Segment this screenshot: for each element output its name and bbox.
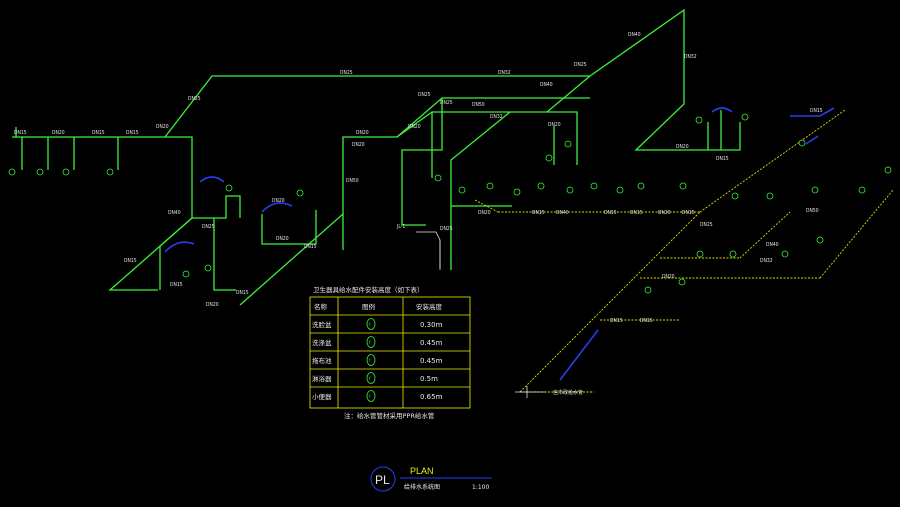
pipe-size-label: DN20 bbox=[352, 142, 365, 148]
pipe-size-label: DN20 bbox=[356, 130, 369, 136]
table-row-name: 淋浴器 bbox=[312, 374, 332, 383]
table-row-name: 拖布池 bbox=[312, 356, 332, 365]
pipe-size-label: DN32 bbox=[684, 54, 697, 60]
table-note: 注：给水管管材采用PPR给水管 bbox=[344, 411, 435, 420]
pipe-size-label: DN20 bbox=[478, 210, 491, 216]
pipe-size-label: DN25 bbox=[202, 224, 215, 230]
pipe-size-label: DN20 bbox=[662, 274, 675, 280]
pipe-size-label: DN20 bbox=[206, 302, 219, 308]
svg-text:f: f bbox=[369, 358, 371, 363]
riser-jl1 bbox=[416, 231, 441, 270]
pipe-size-label: DN15 bbox=[304, 244, 317, 250]
pipe-size-label: DN40 bbox=[168, 210, 181, 216]
pipe-size-label: DN25 bbox=[440, 226, 453, 232]
pipe-size-label: DN50 bbox=[346, 178, 359, 184]
pipe-size-label: DN15 bbox=[14, 130, 27, 136]
pipe-size-label: DN25 bbox=[188, 96, 201, 102]
pipe-size-label: DN32 bbox=[760, 258, 773, 264]
svg-text:f: f bbox=[369, 376, 371, 381]
pipe-size-label: DN25 bbox=[574, 62, 587, 68]
pipe-size-label: DN15 bbox=[682, 210, 695, 216]
pipe-size-label: DN32 bbox=[498, 70, 511, 76]
pipe-size-label: DN15 bbox=[532, 210, 545, 216]
pipe-size-label: DN15 bbox=[610, 318, 623, 324]
pipe-size-label: DN15 bbox=[236, 290, 249, 296]
fixture-height-table: 卫生器具给水配件安装高度（如下表） 名称 图例 安装高度 洗脸盆 洗涤盆 拖布池… bbox=[309, 285, 471, 420]
pipe-size-label: DN15 bbox=[810, 108, 823, 114]
tap-icon: f bbox=[366, 372, 376, 384]
pipe-size-label: DN15 bbox=[92, 130, 105, 136]
pipe-size-label: DN40 bbox=[540, 82, 553, 88]
outlet-label: 自市政给水管 bbox=[553, 389, 583, 396]
pipe-size-label: DN40 bbox=[766, 242, 779, 248]
title-symbol: PL bbox=[375, 473, 390, 487]
pipe-size-label: DN40 bbox=[556, 210, 569, 216]
table-row-name: 洗脸盆 bbox=[312, 320, 332, 329]
table-caption: 卫生器具给水配件安装高度（如下表） bbox=[313, 285, 424, 294]
pipe-size-label: DN20 bbox=[676, 144, 689, 150]
pipe-size-label: DN20 bbox=[548, 122, 561, 128]
pipe-size-label: DN25 bbox=[340, 70, 353, 76]
pipe-size-label: DN15 bbox=[124, 258, 137, 264]
title-subtitle: 给排水系统图 bbox=[404, 483, 440, 491]
table-row-height: 0.30m bbox=[420, 321, 443, 329]
pipe-size-label: DN40 bbox=[628, 32, 641, 38]
table-row-name: 洗涤盆 bbox=[312, 338, 332, 347]
tap-icon: f bbox=[366, 336, 376, 348]
riser-label: JL-1 bbox=[396, 224, 405, 230]
table-row-height: 0.45m bbox=[420, 357, 443, 365]
fixture-nodes bbox=[8, 113, 892, 294]
table-row-height: 0.45m bbox=[420, 339, 443, 347]
table-row-height: 0.65m bbox=[420, 393, 443, 401]
title-scale: 1:100 bbox=[472, 484, 489, 491]
tap-icon: f bbox=[366, 354, 376, 366]
pipe-size-label: DN20 bbox=[658, 210, 671, 216]
table-header-name: 名称 bbox=[314, 302, 328, 311]
table-header-icon: 图例 bbox=[362, 302, 375, 311]
svg-text:f: f bbox=[369, 394, 371, 399]
pipe-network-right bbox=[474, 109, 894, 398]
pipe-size-label: DN15 bbox=[630, 210, 643, 216]
pipe-size-label: DN50 bbox=[806, 208, 819, 214]
pipe-size-label: DN20 bbox=[276, 236, 289, 242]
pipe-size-label: DN20 bbox=[156, 124, 169, 130]
pipe-size-label: DN50 bbox=[472, 102, 485, 108]
pipe-size-label: DN25 bbox=[418, 92, 431, 98]
tap-icon: f bbox=[366, 318, 376, 330]
tap-icon: f bbox=[366, 390, 376, 402]
pipe-size-label: DN15 bbox=[126, 130, 139, 136]
svg-text:f: f bbox=[369, 340, 371, 345]
title-plan: PLAN bbox=[410, 466, 434, 476]
pipe-size-label: DN25 bbox=[440, 100, 453, 106]
pipe-size-label: DN15 bbox=[604, 210, 617, 216]
table-row-name: 小便器 bbox=[312, 392, 332, 401]
table-row-height: 0.5m bbox=[420, 375, 438, 383]
pipe-network-left bbox=[12, 8, 741, 306]
svg-text:f: f bbox=[369, 322, 371, 327]
pipe-size-label: DN15 bbox=[170, 282, 183, 288]
table-header-height: 安装高度 bbox=[416, 302, 443, 311]
title-block: PL PLAN 给排水系统图 1:100 bbox=[370, 466, 492, 492]
pipe-size-label: DN20 bbox=[272, 198, 285, 204]
pipe-size-label: DN15 bbox=[716, 156, 729, 162]
pipe-size-label: DN25 bbox=[700, 222, 713, 228]
pipe-size-label: DN20 bbox=[52, 130, 65, 136]
pipe-size-label: DN32 bbox=[490, 114, 503, 120]
pipe-network-blue bbox=[164, 107, 835, 381]
pipe-size-label: DN20 bbox=[408, 124, 421, 130]
pipe-size-label: DN15 bbox=[640, 318, 653, 324]
